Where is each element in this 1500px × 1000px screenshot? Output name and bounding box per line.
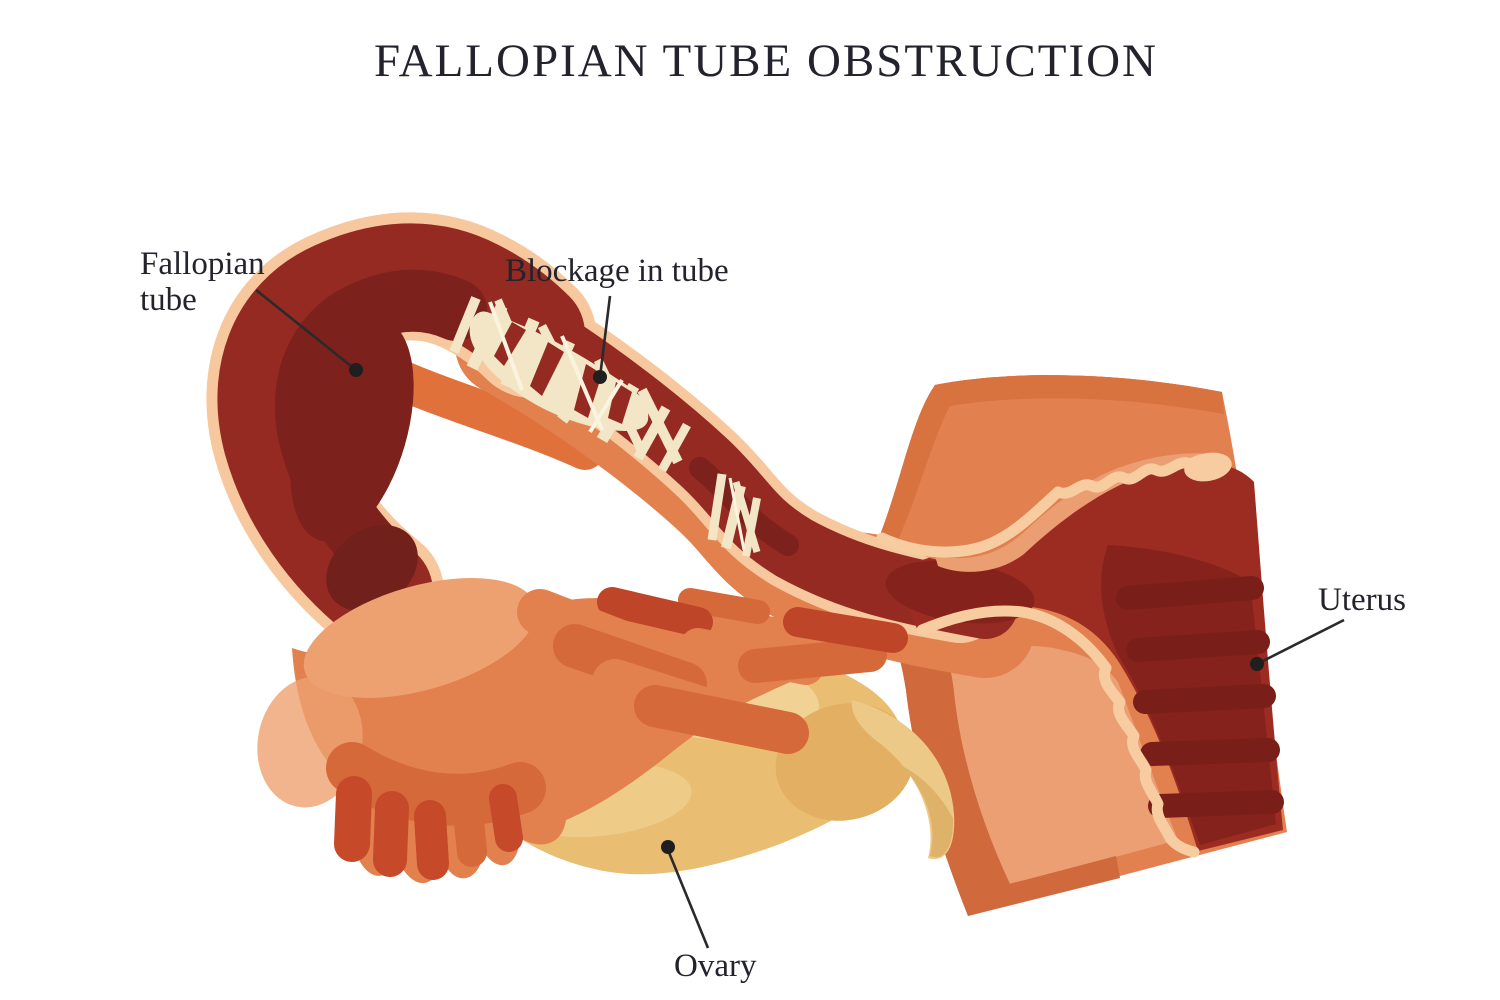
fimbria-finger — [678, 588, 770, 624]
fallopian-tube — [206, 212, 1035, 678]
blockage-strand — [707, 473, 727, 541]
fimbria-droop — [334, 776, 372, 862]
blockage-strand — [732, 480, 761, 554]
blockage-strand — [742, 497, 761, 557]
blockage-red-sliver — [494, 322, 526, 366]
fimbria-droop — [489, 784, 523, 852]
ovary-leader-dot — [661, 840, 675, 854]
uterus-leader-line — [1256, 618, 1345, 666]
blockage-label: Blockage in tube — [505, 253, 729, 289]
blockage-in-tube — [449, 296, 691, 473]
fimbria-finger — [738, 638, 887, 683]
blockage-strand — [449, 296, 481, 354]
cavity-ridges — [1116, 576, 1284, 818]
fundus-orange — [880, 375, 1230, 562]
fimbriae — [257, 578, 908, 884]
label-blockage: Blockage in tube — [505, 253, 729, 384]
fimbriae-droop-fingers — [334, 776, 523, 880]
blockage-strand — [633, 405, 671, 461]
ovary-leader-line — [666, 849, 710, 949]
tube-ampulla-shadow-blob — [290, 318, 414, 542]
fimbriae-highlight — [303, 578, 537, 698]
uterus-leader-dot — [1250, 657, 1264, 671]
fimbriae-fingers — [517, 587, 908, 754]
fimbria-droop — [453, 797, 487, 867]
cavity-ridge — [1140, 738, 1280, 766]
cavity-ridge — [1116, 576, 1264, 610]
blockage-red-sliver — [530, 342, 564, 396]
fallopian-tube-leader-dot — [349, 363, 363, 377]
fimbria-finger — [783, 607, 908, 653]
fimbria-finger — [597, 587, 713, 637]
label-fallopian-tube: Fallopian tube — [140, 246, 363, 377]
uterus-fundus — [876, 375, 1232, 572]
ovarian-ligament-gold — [851, 700, 955, 860]
cavity-wavy-border-top — [876, 454, 1206, 558]
fundus-dark-top-band — [880, 375, 1224, 540]
cavity-wavy-border-lower — [916, 605, 1200, 858]
fallopian-tube-label: Fallopian tube — [140, 246, 273, 318]
annotations: FALLOPIAN TUBE OBSTRUCTION Fallopian tub… — [140, 35, 1406, 984]
uterus-left-dark-strip — [878, 614, 1120, 916]
cavity-border-peach-patch — [1184, 452, 1232, 482]
label-ovary: Ovary — [661, 840, 757, 984]
blockage-leader-dot — [593, 370, 607, 384]
tube-mouth-shadow — [326, 525, 418, 611]
blockage-leader-line — [598, 295, 612, 378]
blockage-strand-light — [488, 301, 524, 391]
cavity-ridge — [1126, 630, 1270, 662]
cavity-ridge — [1133, 684, 1276, 714]
diagram-title: FALLOPIAN TUBE OBSTRUCTION — [374, 35, 1158, 87]
blockage-small — [707, 473, 761, 557]
blockage-strand — [500, 317, 540, 389]
blockage-strand-light — [560, 335, 604, 431]
blockage-strand-light — [728, 477, 746, 551]
ovarian-ligament-shade — [902, 766, 954, 858]
blockage-strand-light — [588, 378, 624, 434]
label-uterus: Uterus — [1250, 582, 1406, 671]
cavity-ridge — [1148, 790, 1284, 818]
fimbria-droop — [373, 791, 409, 877]
fallopian-tube-leader-line — [255, 288, 357, 372]
uterus-label: Uterus — [1318, 582, 1406, 618]
fimbria-droop — [414, 800, 449, 880]
ovary-label: Ovary — [674, 948, 757, 984]
fimbria-finger — [634, 685, 809, 754]
blockage-strand — [658, 422, 691, 473]
blockage-strand — [536, 339, 576, 407]
